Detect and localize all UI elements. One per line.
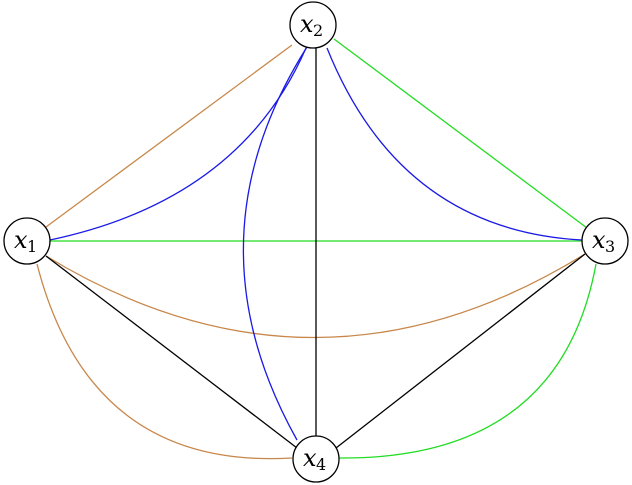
edge-x2-x4-blue (242, 46, 308, 441)
node-x1-subscript: 1 (27, 237, 37, 256)
node-x2-label: x (300, 10, 314, 38)
node-x3: x 3 (581, 217, 629, 265)
edge-x1-x2-brown (45, 44, 293, 228)
node-x3-circle (581, 217, 629, 265)
node-x2-subscript: 2 (313, 21, 323, 40)
edge-x1-x4-brown (36, 263, 293, 460)
edge-x2-x3-blue (326, 47, 583, 241)
node-x4: x 4 (292, 435, 340, 483)
nodes-layer: x 1 x 2 x 3 x 4 (3, 1, 629, 483)
node-x2: x 2 (289, 1, 337, 49)
edge-x3-x4-black (335, 253, 586, 449)
node-x2-circle (289, 1, 337, 49)
node-x3-label: x (592, 226, 606, 254)
edge-x3-x4-green (338, 263, 597, 459)
node-x4-subscript: 4 (316, 455, 326, 474)
node-x4-label: x (303, 444, 317, 472)
edge-x2-x3-green (333, 38, 588, 229)
edge-x1-x2-blue (49, 47, 307, 241)
node-x4-circle (292, 435, 340, 483)
edge-x1-x4-black (45, 255, 298, 449)
node-x1-circle (3, 217, 51, 265)
edges-layer (36, 38, 597, 460)
node-x1: x 1 (3, 217, 51, 265)
node-x1-label: x (14, 226, 28, 254)
node-x3-subscript: 3 (605, 237, 615, 256)
